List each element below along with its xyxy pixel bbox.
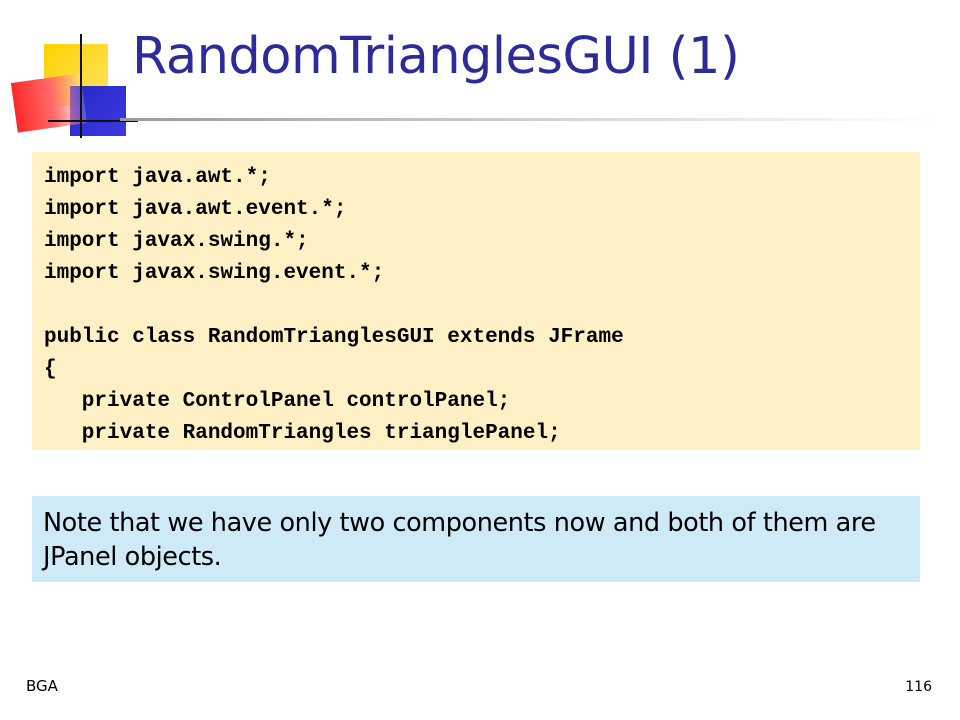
logo-horizontal-line	[48, 120, 138, 122]
logo-vertical-line	[80, 34, 82, 138]
slide-template-logo-icon	[0, 0, 140, 145]
code-line: {	[44, 358, 57, 381]
code-line: import javax.swing.*;	[44, 230, 309, 253]
code-line: private RandomTriangles trianglePanel;	[44, 422, 561, 445]
page-number: 116	[905, 679, 932, 695]
note-callout: Note that we have only two components no…	[32, 496, 920, 582]
title-underline	[120, 118, 940, 121]
code-line: import javax.swing.event.*;	[44, 262, 385, 285]
code-line: import java.awt.*;	[44, 166, 271, 189]
code-line: import java.awt.event.*;	[44, 198, 347, 221]
code-line	[44, 290, 920, 322]
logo-red-square	[10, 73, 88, 133]
code-block: import java.awt.*; import java.awt.event…	[32, 152, 920, 450]
code-line: public class RandomTrianglesGUI extends …	[44, 326, 624, 349]
footer-author: BGA	[26, 677, 58, 695]
slide-title: RandomTrianglesGUI (1)	[132, 27, 740, 86]
code-line: private ControlPanel controlPanel;	[44, 390, 511, 413]
